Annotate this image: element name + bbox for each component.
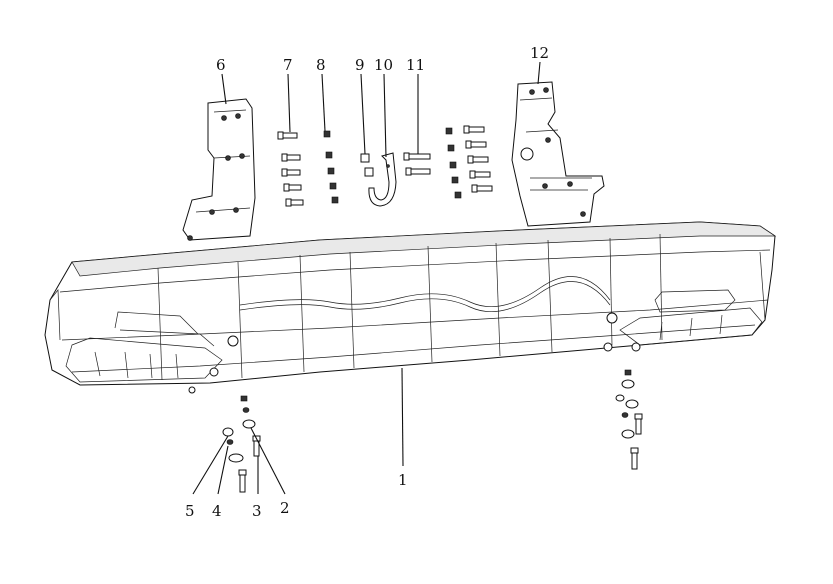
lower-fasteners-right [615, 369, 643, 470]
callout-1: 1 [398, 471, 408, 489]
callout-6: 6 [216, 56, 226, 74]
bolts-column-7 [277, 131, 304, 207]
callout-10: 10 [374, 56, 393, 74]
callout-labels: 1 2 3 4 5 6 7 8 9 10 11 12 [185, 44, 549, 520]
washers-part-9 [360, 153, 374, 177]
left-bracket [182, 98, 256, 241]
tow-hook-part-10 [368, 152, 397, 207]
callout-12: 12 [530, 44, 549, 62]
bolts-column-11-right [445, 125, 493, 199]
callout-9: 9 [355, 56, 365, 74]
callout-7: 7 [283, 56, 293, 74]
bumper-body [44, 221, 777, 394]
nuts-column-8 [323, 130, 339, 204]
callout-5: 5 [185, 502, 195, 520]
right-bracket [511, 81, 605, 227]
leader-lines [192, 61, 541, 495]
callout-4: 4 [212, 502, 222, 520]
lower-fasteners-left [222, 395, 261, 493]
callout-3: 3 [252, 502, 262, 520]
callout-2: 2 [280, 499, 290, 517]
callout-11: 11 [406, 56, 425, 74]
callout-8: 8 [316, 56, 326, 74]
bolts-column-11-left [403, 152, 431, 176]
